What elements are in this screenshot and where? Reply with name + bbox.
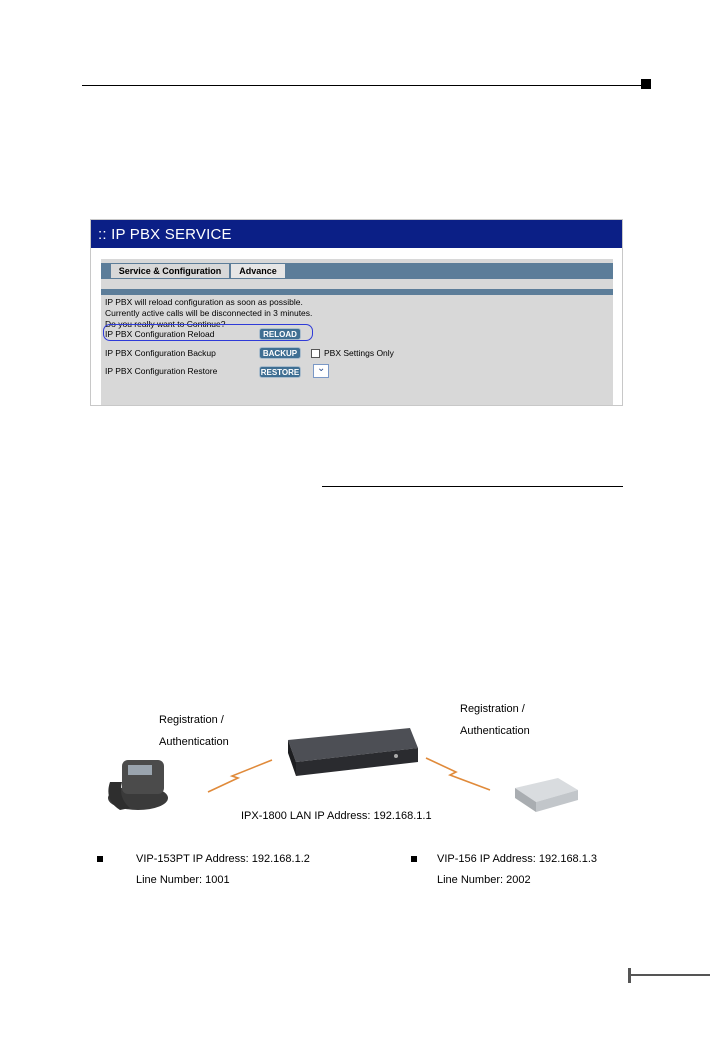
reload-row-label: IP PBX Configuration Reload xyxy=(105,329,214,339)
network-diagram-graphics xyxy=(100,720,600,820)
section-bar xyxy=(101,289,613,295)
right-device-info: VIP-156 IP Address: 192.168.1.3 Line Num… xyxy=(437,849,597,891)
restore-button[interactable]: RESTORE xyxy=(259,366,301,378)
reload-button[interactable]: RELOAD xyxy=(259,328,301,340)
backup-row-label: IP PBX Configuration Backup xyxy=(105,348,216,358)
label-line: Registration / xyxy=(460,698,530,720)
restore-file-dropdown[interactable]: ⌄ xyxy=(313,364,329,378)
ata-device-icon xyxy=(515,778,578,812)
device-ip-text: VIP-156 IP Address: 192.168.1.3 xyxy=(437,849,597,870)
panel-body: Service & Configuration Advance IP PBX w… xyxy=(101,259,613,405)
left-device-info: VIP-153PT IP Address: 192.168.1.2 Line N… xyxy=(136,849,310,891)
tab-advance[interactable]: Advance xyxy=(231,264,285,278)
pbx-device-icon xyxy=(288,728,418,776)
ip-pbx-service-panel: :: IP PBX SERVICE Service & Configuratio… xyxy=(90,219,623,406)
backup-button[interactable]: BACKUP xyxy=(259,347,301,359)
device-line-text: Line Number: 2002 xyxy=(437,870,597,891)
pbx-settings-only-label: PBX Settings Only xyxy=(324,348,394,358)
device-line-text: Line Number: 1001 xyxy=(136,870,310,891)
pbx-settings-only-checkbox[interactable] xyxy=(311,349,320,358)
bullet-icon xyxy=(97,856,103,862)
bullet-icon xyxy=(411,856,417,862)
message-line: IP PBX will reload configuration as soon… xyxy=(105,297,303,308)
panel-title: :: IP PBX SERVICE xyxy=(91,220,622,248)
header-rule xyxy=(82,85,642,86)
tab-service-configuration[interactable]: Service & Configuration xyxy=(111,264,229,278)
right-link-icon xyxy=(426,758,490,790)
tab-bar: Service & Configuration Advance xyxy=(101,263,613,279)
section-rule xyxy=(322,486,623,487)
header-square-marker xyxy=(641,79,651,89)
message-line: Currently active calls will be disconnec… xyxy=(105,308,312,319)
chevron-down-icon: ⌄ xyxy=(317,363,325,374)
restore-row-label: IP PBX Configuration Restore xyxy=(105,366,217,376)
left-link-icon xyxy=(208,760,272,792)
footer-rule xyxy=(631,974,710,976)
pbx-lan-ip-label: IPX-1800 LAN IP Address: 192.168.1.1 xyxy=(241,810,432,822)
device-ip-text: VIP-153PT IP Address: 192.168.1.2 xyxy=(136,849,310,870)
ip-phone-icon xyxy=(108,760,168,810)
